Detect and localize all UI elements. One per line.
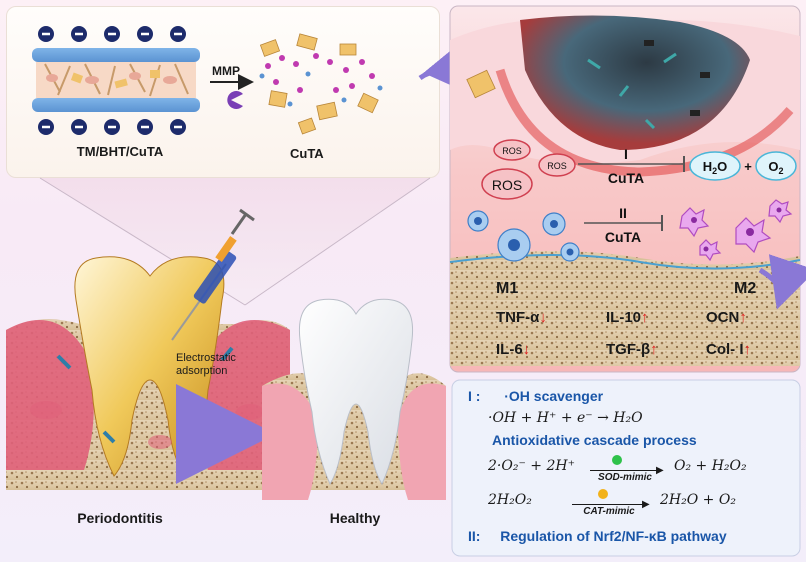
plus-sign: + [744,159,752,174]
membrane-label: TM/BHT/CuTA [76,144,164,159]
ros-label: ROS [502,146,522,156]
mechanism-text: I : ·OH scavenger ·OH + H⁺ + e⁻ → H₂O An… [462,384,794,552]
cascade-title: Antioxidative cascade process [492,432,697,448]
equation-2-right: O₂ + H₂O₂ [674,458,747,474]
up-arrow-icon: ↑ [743,341,752,358]
step2-title: Regulation of Nrf2/NF-κB pathway [500,528,727,544]
marker-col: Col- I↑ [706,341,751,358]
up-arrow-icon: ↑ [739,309,747,326]
arrow-head-icon: ▶ [642,499,650,510]
step1-heading: I : ·OH scavenger [468,388,603,404]
down-arrow-icon: ↓ [522,341,531,358]
equation-3-right: 2H₂O + O₂ [660,492,736,508]
arrow-head-icon: ▶ [656,465,664,476]
marker-tnf: TNF-α↓ [496,309,547,326]
step2-heading: II: Regulation of Nrf2/NF-κB pathway [468,528,727,544]
equation-2-left: 2·O₂⁻ + 2H⁺ [488,458,575,474]
step1-prefix: I : [468,388,481,404]
membrane-bilayer [32,48,200,112]
marker-name: TGF-β [606,341,651,358]
ros-label: ROS [492,177,522,193]
marker-name: IL-6 [496,341,523,358]
up-arrow-icon: ↑ [650,341,658,358]
wound-area [520,15,750,151]
step2-agent: CuTA [605,229,641,245]
marker-il6: IL-6↓ [496,341,530,358]
marker-name: TNF-α [496,309,540,326]
cat-catalyst-dot [598,489,608,499]
marker-il10: IL-10↑ [606,309,649,326]
m1-label: M1 [496,280,519,297]
equation-3-arrow [572,504,646,505]
mechanism-panel [451,379,801,557]
syringe [171,208,255,341]
ros-label: ROS [547,161,567,171]
sod-catalyst-dot [612,455,622,465]
cuta-cluster [259,33,383,135]
marker-ocn: OCN↑ [706,309,747,326]
cuta-label: CuTA [290,146,324,161]
step1-agent: CuTA [608,170,644,186]
water-label: H2O [703,159,728,176]
marker-name: Col- I [706,341,744,358]
step1-title: ·OH scavenger [504,388,604,404]
equation-3-catalyst: CAT-mimic [583,506,635,517]
injection-label-line2: adsorption [176,365,228,377]
marker-tgf: TGF-β↑ [606,341,658,358]
equation-1: ·OH + H⁺ + e⁻ → H₂O [488,410,643,426]
oxygen-product [755,151,797,181]
periodontitis-caption: Periodontitis [77,510,163,526]
healthy-caption: Healthy [329,510,381,526]
down-arrow-icon: ↓ [539,309,547,326]
marker-name: OCN [706,309,740,326]
m2-label: M2 [734,280,757,297]
healthy-tooth [262,298,446,500]
marker-name: IL-10 [606,309,642,326]
step2-roman: II [619,205,627,221]
m1-m2-arrow [758,254,806,310]
mmp-label: MMP [212,64,240,78]
injection-label-line1: Electrostatic [176,352,236,364]
up-arrow-icon: ↑ [641,309,649,326]
lesion-panel: ROS ROS ROS I CuTA H2O + O2 [449,5,806,373]
ros-bubbles [481,139,576,200]
equation-2-catalyst: SOD-mimic [598,472,652,483]
marker-grid: TNF-α↓ IL-10↑ OCN↑ IL-6↓ TGF-β↑ Col- I↑ [496,305,796,369]
equation-2-arrow [590,470,660,471]
step2-prefix: II: [468,528,481,544]
water-product [689,151,741,181]
mmp-enzyme-icon [227,90,243,109]
equation-3-left: 2H₂O₂ [488,492,532,508]
step1-roman: I [624,146,628,162]
injection-label: Electrostatic adsorption [176,352,236,378]
